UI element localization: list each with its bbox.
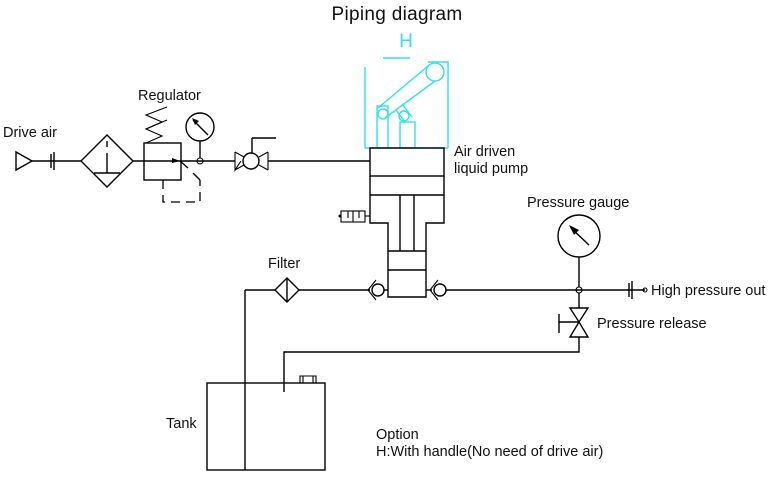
liquid-pipe-return	[283, 337, 580, 392]
air-gauge-icon	[185, 112, 215, 165]
pressure-release-label: Pressure release	[597, 316, 707, 332]
pump-label-line1: Air driven	[454, 144, 515, 160]
pressure-release-valve-icon	[558, 307, 590, 338]
option-description: H:With handle(No need of drive air)	[376, 444, 603, 460]
option-heading: Option	[376, 427, 419, 443]
handle-option-letter: H	[399, 31, 413, 52]
drive-air-label: Drive air	[3, 125, 57, 141]
pressure-gauge-icon	[557, 214, 601, 294]
tank-label: Tank	[166, 416, 197, 432]
liquid-filter-icon	[274, 277, 300, 303]
quick-coupler-icon	[50, 152, 55, 170]
handle-option-icon	[364, 57, 449, 149]
tank-icon	[206, 375, 326, 471]
air-filter-icon	[80, 134, 134, 188]
pressure-gauge-label: Pressure gauge	[527, 195, 629, 211]
drive-air-inlet-icon	[15, 150, 34, 172]
high-pressure-out-label: High pressure out	[651, 283, 765, 299]
high-pressure-coupler-icon	[628, 281, 648, 299]
inlet-check-valve-icon	[367, 279, 385, 301]
regulator-icon	[143, 106, 201, 203]
outlet-check-valve-icon	[429, 279, 447, 301]
air-driven-liquid-pump-icon	[369, 147, 445, 298]
air-valve-icon	[234, 137, 276, 172]
pump-label-line2: liquid pump	[454, 161, 528, 177]
diagram-title: Piping diagram	[332, 4, 463, 25]
muffler-icon	[338, 210, 370, 223]
filter-label: Filter	[268, 256, 300, 272]
regulator-label: Regulator	[138, 88, 201, 104]
